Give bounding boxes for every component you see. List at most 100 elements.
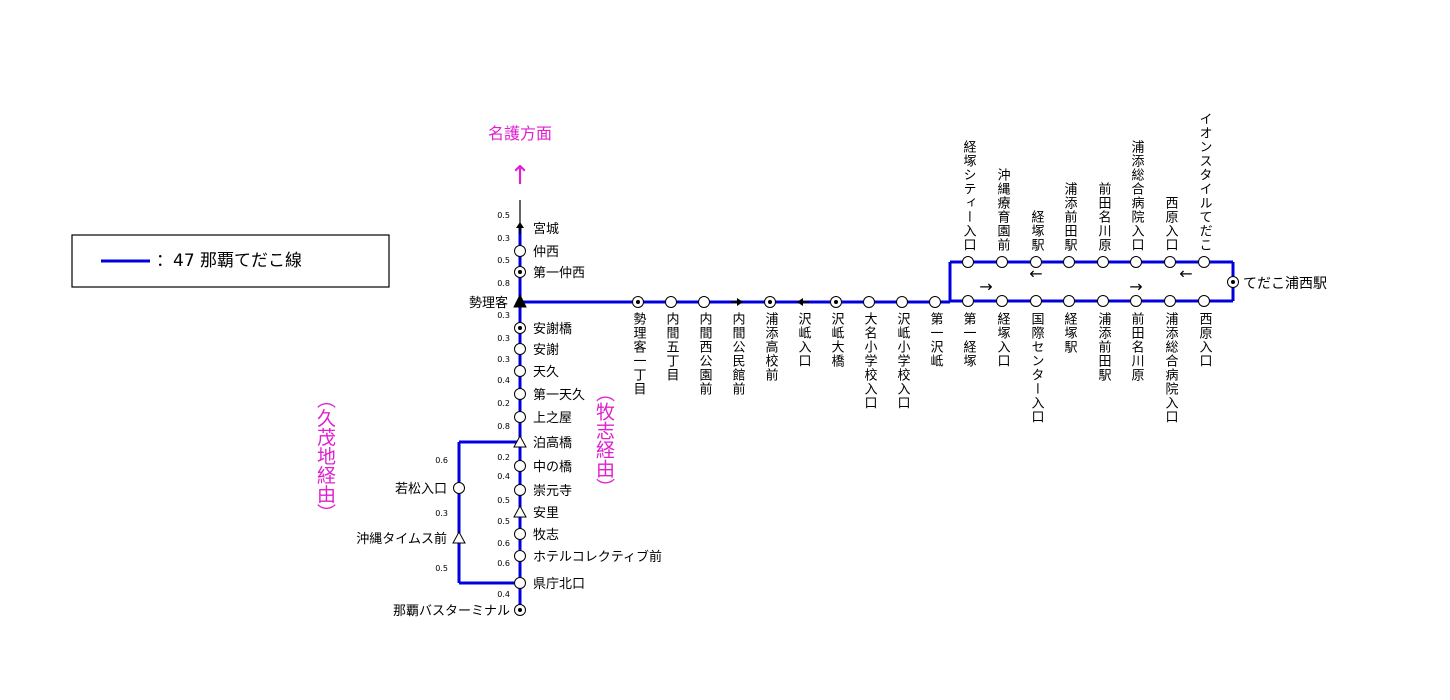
- trunk-distance-label: 0.3: [497, 334, 510, 343]
- stop-labels: 宮城仲西第一仲西勢理客安謝橋安謝天久第一天久上之屋泊高橋中の橋崇元寺安里牧志ホテ…: [356, 112, 1327, 619]
- main-stop-marker: [737, 298, 743, 306]
- kumoji-via-note: （久茂地経由）: [314, 390, 336, 523]
- upper-loop-stop-label: 浦添前田駅: [1062, 182, 1078, 252]
- loop-arrow-right: →: [979, 277, 992, 296]
- trunk-stop-marker: [514, 550, 526, 562]
- trunk-distance-label: 0.3: [497, 311, 510, 320]
- trunk-stop-label: 那覇バスターミナル: [393, 604, 510, 619]
- trunk-distance-label: 0.8: [497, 422, 510, 431]
- trunk-stop-label: 仲西: [533, 245, 559, 260]
- trunk-distance-label: 0.5: [497, 211, 510, 220]
- trunk-stop-label: 安謝: [533, 343, 559, 358]
- main-stop-label: 勢理客一丁目: [631, 312, 647, 396]
- trunk-stop-marker: [513, 293, 527, 308]
- trunk-stop-marker: [514, 484, 526, 496]
- trunk-stop-marker: [514, 245, 526, 257]
- upper-loop-stop-marker: [996, 256, 1008, 268]
- trunk-distance-label: 0.4: [497, 376, 510, 385]
- main-stop-marker: [665, 296, 677, 308]
- upper-loop-stop-label: 沖縄療育園前: [995, 168, 1011, 252]
- trunk-stop-marker-dot: [518, 270, 522, 274]
- lower-loop-stop-marker: [1164, 295, 1176, 307]
- main-stop-marker-dot: [636, 300, 640, 304]
- trunk-stop-marker-dot: [518, 326, 522, 330]
- lower-loop-stop-marker: [1198, 295, 1210, 307]
- terminal-label: てだこ浦西駅: [1243, 276, 1327, 292]
- stop-markers: [452, 222, 1239, 616]
- kumoji-stop-marker: [453, 482, 465, 494]
- lower-loop-stop-label: 浦添前田駅: [1096, 312, 1112, 382]
- main-stop-label: 浦添高校前: [763, 312, 779, 382]
- main-stop-label: 大名小学校入口: [862, 312, 878, 410]
- main-stop-marker-dot: [768, 300, 772, 304]
- trunk-distance-label: 0.5: [497, 496, 510, 505]
- trunk-stop-label: 安里: [533, 506, 559, 521]
- trunk-distance-label: 0.3: [497, 355, 510, 364]
- trunk-distance-label: 0.2: [497, 399, 510, 408]
- loop-arrow-left: ←: [1029, 264, 1042, 283]
- upper-loop-stop-label: 経塚シティー入口: [961, 140, 977, 252]
- route-lines: [457, 200, 1235, 610]
- trunk-stop-label: ホテルコレクティブ前: [533, 549, 662, 565]
- main-stop-label: 内間公民館前: [730, 311, 746, 396]
- upper-loop-stop-marker: [1164, 256, 1176, 268]
- kumoji-stop-label: 沖縄タイムス前: [356, 531, 447, 547]
- upper-loop-stop-label: 前田名川原: [1096, 181, 1112, 252]
- main-stop-marker: [929, 296, 941, 308]
- trunk-stop-marker: [513, 434, 527, 448]
- upper-loop-stop-label: 西原入口: [1163, 196, 1179, 252]
- trunk-stop-marker: [514, 343, 526, 355]
- main-stop-label: 内間五丁目: [664, 311, 680, 382]
- main-stop-marker: [896, 296, 908, 308]
- trunk-distance-label: 0.2: [497, 453, 510, 462]
- main-stop-marker: [698, 296, 710, 308]
- trunk-stop-label: 天久: [533, 365, 559, 380]
- trunk-stop-marker: [513, 504, 527, 518]
- trunk-stop-label: 第一仲西: [533, 266, 585, 281]
- upper-loop-stop-label: イオンスタイルてだこ: [1197, 112, 1212, 252]
- main-stop-label: 沢岻入口: [796, 312, 812, 368]
- lower-loop-stop-label: 国際センター入口: [1029, 312, 1045, 424]
- trunk-distance-label: 0.3: [497, 234, 510, 243]
- lower-loop-stop-marker: [1097, 295, 1109, 307]
- upper-loop-stop-marker: [1198, 256, 1210, 268]
- direction-arrow: ↑: [509, 161, 531, 191]
- main-stop-label: 沢岻大橋: [829, 312, 845, 368]
- main-stop-label: 沢岻小学校入口: [895, 312, 911, 410]
- direction-label: 名護方面: [488, 124, 552, 143]
- trunk-stop-label: 県庁北口: [533, 577, 585, 592]
- lower-loop-stop-marker: [1030, 295, 1042, 307]
- trunk-stop-label: 安謝橋: [533, 322, 572, 337]
- kumoji-stop-label: 若松入口: [395, 481, 447, 497]
- lower-loop-stop-label: 経塚入口: [995, 312, 1011, 368]
- trunk-distance-label: 0.5: [497, 256, 510, 265]
- lower-loop-stop-label: 前田名川原: [1129, 311, 1145, 382]
- loop-arrow-right: →: [1129, 277, 1142, 296]
- lower-loop-stop-label: 経塚駅: [1062, 312, 1078, 354]
- makishi-via-note: （牧志経由）: [593, 383, 615, 497]
- upper-loop-stop-marker: [1063, 256, 1075, 268]
- trunk-stop-marker: [514, 365, 526, 377]
- trunk-distance-label: 0.6: [497, 559, 510, 568]
- lower-loop-stop-marker: [996, 295, 1008, 307]
- lower-loop-stop-marker: [1130, 295, 1142, 307]
- upper-loop-stop-marker: [1130, 256, 1142, 268]
- trunk-distance-label: 0.5: [497, 517, 510, 526]
- trunk-stop-label: 牧志: [533, 528, 559, 543]
- trunk-distance-label: 0.6: [497, 539, 510, 548]
- main-stop-marker-dot: [834, 300, 838, 304]
- upper-loop-stop-marker: [962, 256, 974, 268]
- upper-loop-stop-marker: [1030, 256, 1042, 268]
- trunk-stop-marker: [514, 577, 526, 589]
- trunk-stop-label: 泊高橋: [533, 435, 572, 451]
- kumoji-distance-label: 0.5: [435, 564, 448, 573]
- kumoji-distance-label: 0.3: [435, 509, 448, 518]
- trunk-stop-label: 第一天久: [533, 388, 585, 403]
- kumoji-stop-marker: [452, 530, 466, 544]
- trunk-stop-label: 勢理客: [469, 295, 508, 311]
- terminal-marker-dot: [1231, 280, 1235, 284]
- trunk-stop-marker: [514, 411, 526, 423]
- trunk-stop-label: 崇元寺: [533, 484, 572, 499]
- trunk-distance-label: 0.4: [497, 590, 510, 599]
